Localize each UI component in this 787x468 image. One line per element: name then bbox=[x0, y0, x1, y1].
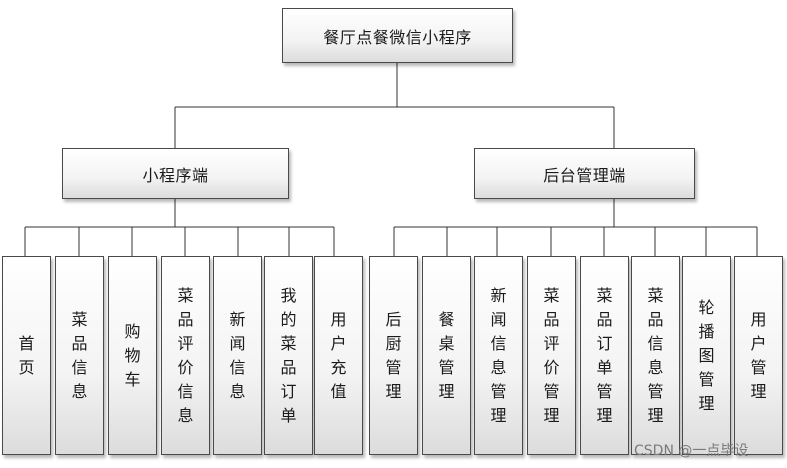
leaf-node: 新闻信息管理 bbox=[474, 256, 523, 455]
leaf-node: 轮播图管理 bbox=[682, 256, 731, 455]
leaf-label: 菜品信息 bbox=[71, 309, 88, 401]
leaf-label: 菜品信息管理 bbox=[647, 285, 664, 425]
leaf-node: 菜品评价管理 bbox=[527, 256, 576, 455]
branch-label: 后台管理端 bbox=[543, 165, 626, 185]
leaf-node: 菜品信息 bbox=[55, 256, 104, 455]
leaf-label: 菜品评价信息 bbox=[177, 285, 194, 425]
root-label: 餐厅点餐微信小程序 bbox=[323, 27, 472, 47]
watermark-text: CSDN @一点毕设 bbox=[634, 443, 749, 459]
leaf-label: 后厨管理 bbox=[385, 309, 402, 401]
leaf-node: 菜品评价信息 bbox=[161, 256, 210, 455]
leaf-label: 购物车 bbox=[124, 321, 141, 389]
leaf-label: 我的菜品订单 bbox=[280, 285, 297, 425]
leaf-node: 餐桌管理 bbox=[422, 256, 471, 455]
leaf-node: 用户管理 bbox=[734, 256, 783, 455]
leaf-node: 用户充值 bbox=[314, 256, 363, 455]
leaf-node: 我的菜品订单 bbox=[264, 256, 313, 455]
leaf-node: 新闻信息 bbox=[213, 256, 262, 455]
leaf-label: 新闻信息管理 bbox=[490, 285, 507, 425]
leaf-label: 轮播图管理 bbox=[698, 297, 715, 413]
leaf-label: 菜品订单管理 bbox=[596, 285, 613, 425]
branch-node-miniprogram: 小程序端 bbox=[62, 148, 289, 199]
branch-node-admin: 后台管理端 bbox=[474, 148, 695, 199]
leaf-label: 用户管理 bbox=[750, 309, 767, 401]
branch-label: 小程序端 bbox=[142, 165, 209, 185]
leaf-node: 购物车 bbox=[108, 256, 157, 455]
leaf-label: 新闻信息 bbox=[229, 309, 246, 401]
leaf-node: 菜品信息管理 bbox=[631, 256, 680, 455]
leaf-label: 餐桌管理 bbox=[438, 309, 455, 401]
leaf-label: 用户充值 bbox=[330, 309, 347, 401]
root-node: 餐厅点餐微信小程序 bbox=[282, 8, 513, 63]
leaf-node: 菜品订单管理 bbox=[580, 256, 629, 455]
leaf-node: 首页 bbox=[2, 256, 51, 455]
leaf-label: 菜品评价管理 bbox=[543, 285, 560, 425]
leaf-label: 首页 bbox=[18, 333, 35, 377]
leaf-node: 后厨管理 bbox=[369, 256, 418, 455]
